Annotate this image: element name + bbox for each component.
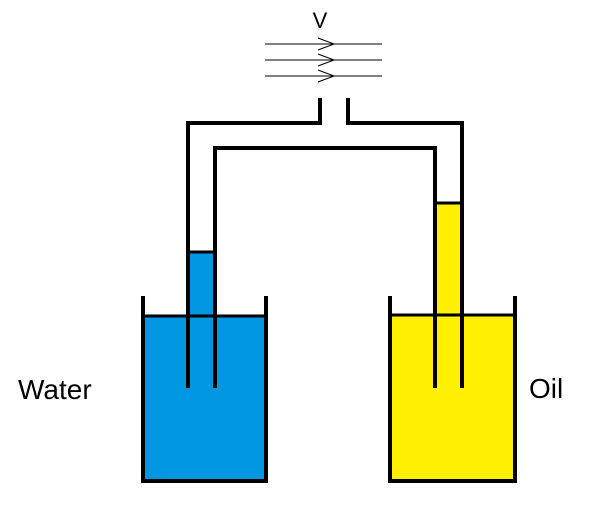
oil-fill [390, 203, 514, 480]
water-label: Water [18, 374, 92, 405]
right-outer-tube-wall [346, 98, 464, 388]
inner-tube-wall [213, 146, 437, 388]
left-outer-tube-wall [186, 98, 322, 388]
oil-beaker [388, 296, 517, 483]
oil-label: Oil [529, 373, 563, 404]
water-beaker [141, 296, 268, 483]
tube-system [186, 98, 464, 388]
velocity-label: V [313, 8, 328, 33]
flow-arrows-icon [265, 37, 382, 83]
water-fill [144, 252, 265, 480]
